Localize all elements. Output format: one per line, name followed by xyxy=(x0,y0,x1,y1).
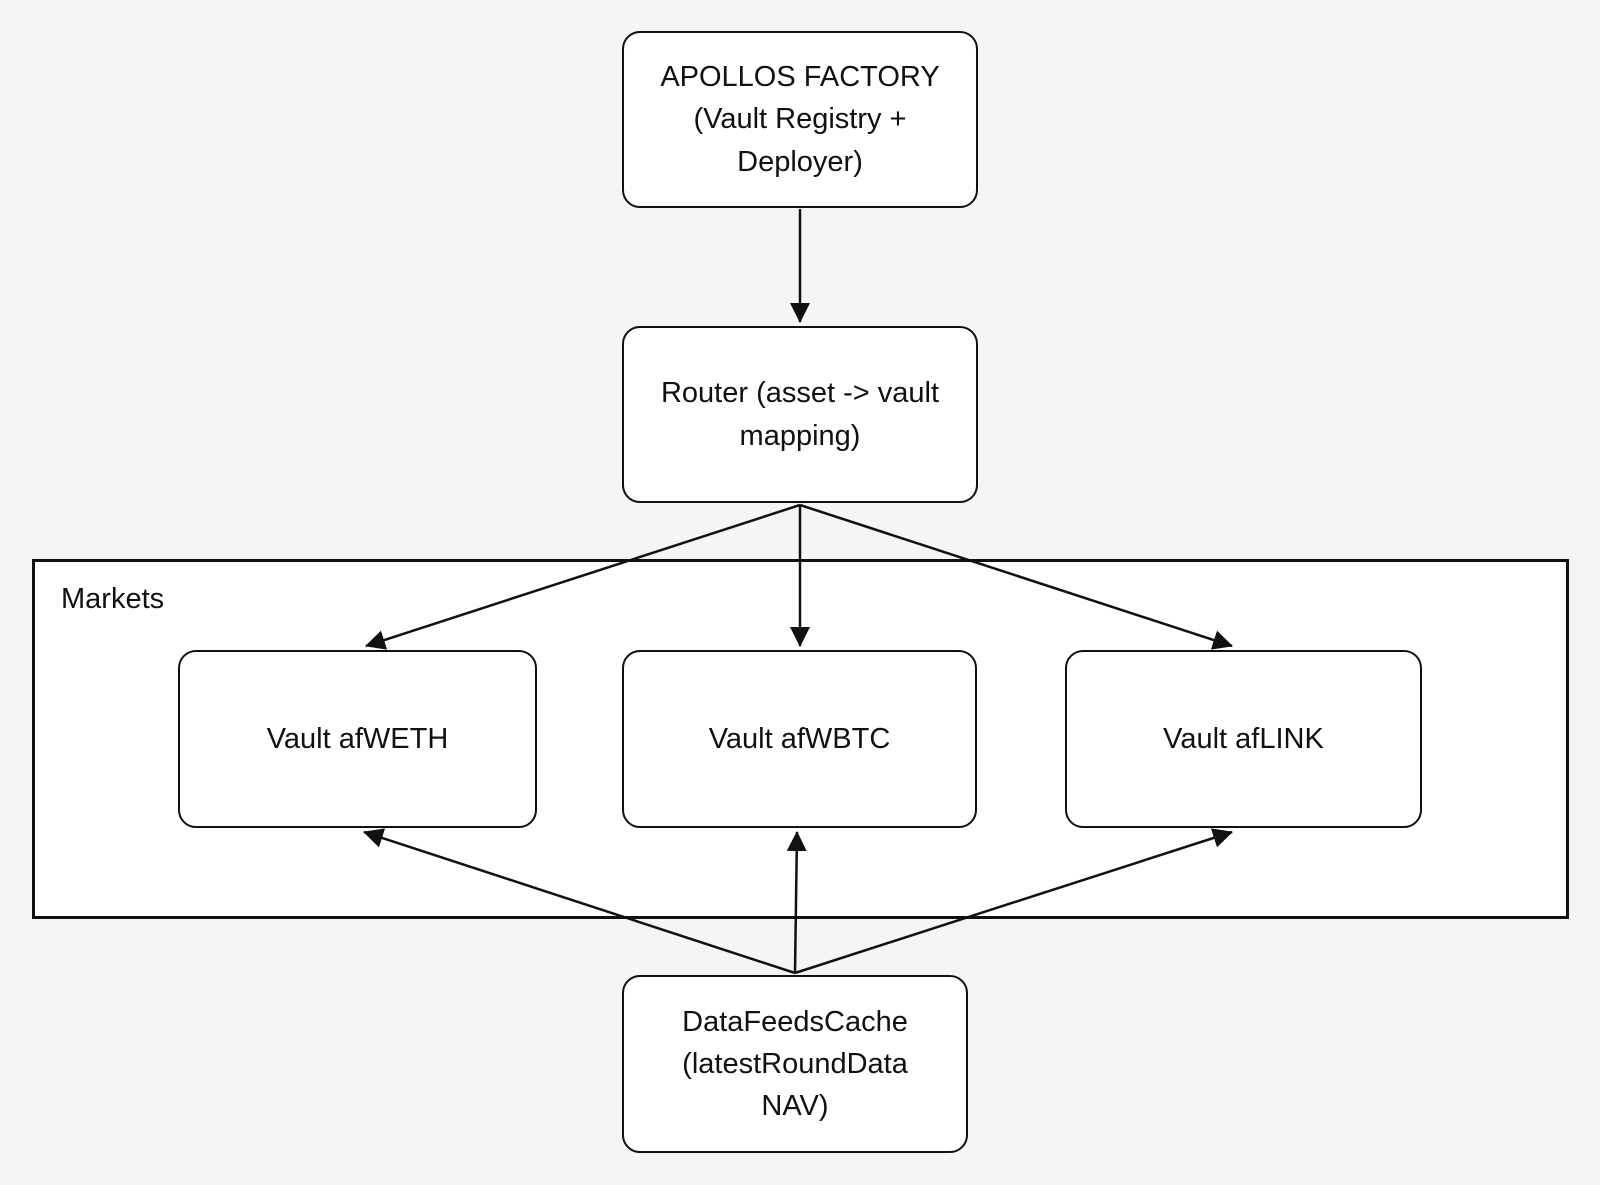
node-vault-aflink: Vault afLINK xyxy=(1065,650,1422,828)
node-vault-afwbtc-label: Vault afWBTC xyxy=(708,722,891,755)
node-datafeedscache-label: DataFeedsCache (latestRoundData NAV) xyxy=(682,1005,908,1123)
node-apollos-factory: APOLLOS FACTORY (Vault Registry + Deploy… xyxy=(622,31,978,208)
node-router: Router (asset -> vault mapping) xyxy=(622,326,978,503)
node-vault-afweth-label: Vault afWETH xyxy=(266,722,449,755)
node-apollos-factory-label: APOLLOS FACTORY (Vault Registry + Deploy… xyxy=(660,61,940,178)
markets-group-label: Markets xyxy=(61,583,165,615)
node-vault-afwbtc: Vault afWBTC xyxy=(622,650,977,828)
node-router-label: Router (asset -> vault mapping) xyxy=(660,377,940,452)
node-vault-afweth: Vault afWETH xyxy=(178,650,537,828)
node-vault-aflink-label: Vault afLINK xyxy=(1163,722,1324,755)
node-datafeedscache: DataFeedsCache (latestRoundData NAV) xyxy=(622,975,968,1153)
